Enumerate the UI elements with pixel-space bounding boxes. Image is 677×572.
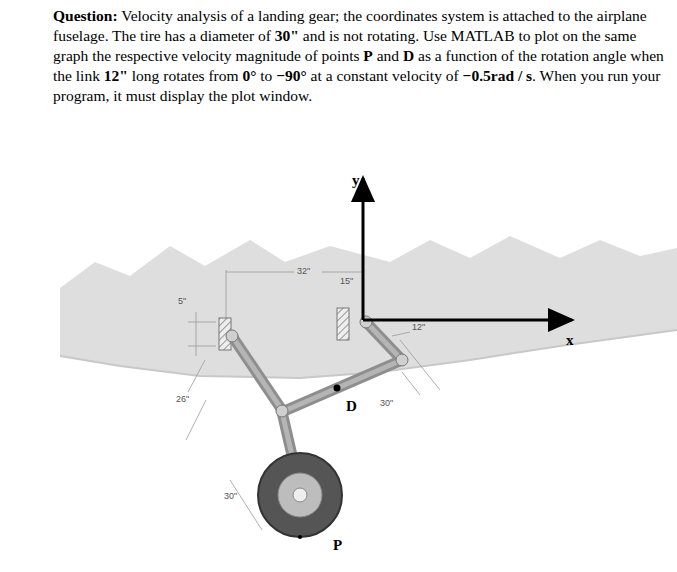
dimension-label: 12" bbox=[412, 322, 425, 332]
question-text-part: to bbox=[260, 67, 272, 84]
question-text-part: 12" bbox=[104, 67, 128, 84]
dimension-label: 15" bbox=[340, 276, 353, 286]
question-text-part: −0.5rad / s bbox=[463, 67, 533, 84]
question-text-part: 30" bbox=[275, 27, 299, 44]
question-heading: Question: bbox=[53, 7, 118, 24]
point-label: P bbox=[333, 537, 342, 554]
question-text-part: −90° bbox=[276, 67, 307, 84]
question-text-part: D bbox=[403, 47, 414, 64]
dimension-label: 5" bbox=[178, 296, 186, 306]
dimension-label: 30" bbox=[224, 491, 237, 501]
question-text-part: P bbox=[363, 47, 372, 64]
dimension-label: 26" bbox=[176, 394, 189, 404]
question-text-part: long rotates from bbox=[132, 67, 239, 84]
axis-label: x bbox=[566, 332, 574, 349]
axis-label: y bbox=[352, 172, 360, 189]
dimension-label: 30" bbox=[380, 398, 393, 408]
question-text-part: 0° bbox=[242, 67, 256, 84]
point-label: D bbox=[346, 398, 357, 415]
question-text-part: and bbox=[377, 47, 399, 64]
dimension-label: 32" bbox=[297, 266, 310, 276]
question-text-part: at a constant velocity of bbox=[311, 67, 459, 84]
question-text: Question: Velocity analysis of a landing… bbox=[53, 6, 665, 106]
